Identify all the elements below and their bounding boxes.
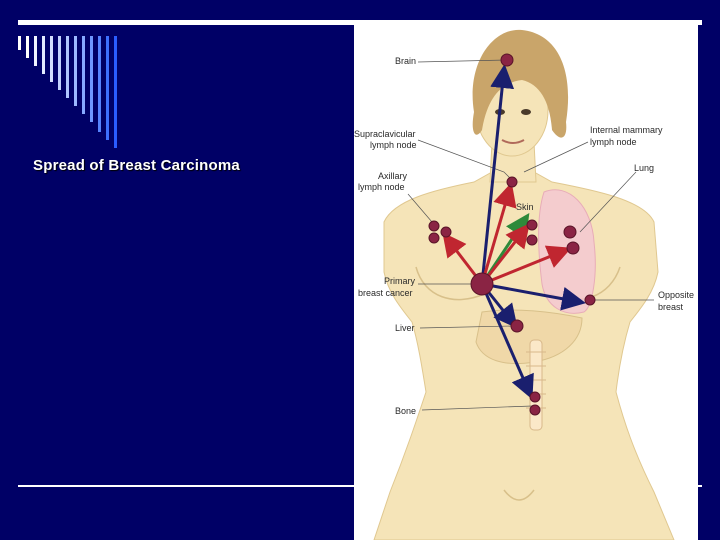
label-supraclavicular: Supraclavicular [354,129,416,139]
arrow-to-lung [481,245,572,286]
slide-title: Spread of Breast Carcinoma [33,157,240,174]
lesion-axillary-3 [440,226,452,238]
diagram-panel: Brain Supraclavicular lymph node Interna… [354,22,698,540]
lesion-brain [500,53,514,67]
hair [472,29,569,138]
pointer-lines [407,59,654,411]
label-opposite: Opposite [658,290,694,300]
diagram-labels: Brain Supraclavicular lymph node Interna… [354,56,694,416]
body-figure [373,29,675,540]
label-brain: Brain [395,56,416,66]
label-liver: Liver [395,323,415,333]
arrow-to-bone [480,283,534,400]
spine [529,339,543,431]
label-skin: Skin [516,202,534,212]
metastasis-diagram: Brain Supraclavicular lymph node Interna… [354,29,694,540]
lesion-bone-1 [529,391,541,403]
lesion-skin-1 [526,219,538,231]
arrow-to-supraclavicular [480,182,517,285]
label-lung: Lung [634,163,654,173]
arrow-to-internal-mammary [480,223,530,285]
arrow-to-opposite-breast [481,282,586,311]
lesion-axillary-1 [428,220,440,232]
label-supraclavicular-2: lymph node [370,140,417,150]
lesion-supraclavicular [506,176,518,188]
lesion-axillary-2 [428,232,440,244]
lesion-liver [510,319,524,333]
decorative-stripes [18,36,122,148]
label-opposite-2: breast [658,302,684,312]
label-internal-mammary: Internal mammary [590,125,663,135]
label-internal-mammary-2: lymph node [590,137,637,147]
lesion-lung-2 [566,241,580,255]
label-primary-2: breast cancer [358,288,413,298]
label-axillary: Axillary [378,171,408,181]
arrow-to-brain [480,64,515,285]
lesion-lung-1 [563,225,577,239]
label-primary: Primary [384,276,415,286]
label-bone: Bone [395,406,416,416]
label-axillary-2: lymph node [358,182,405,192]
spread-arrows [442,64,586,400]
lesion-bone-2 [529,404,541,416]
lesion-skin-2 [526,234,538,246]
lesion-opposite-breast [584,294,596,306]
lesions [428,53,596,416]
lesion-primary [470,272,494,296]
